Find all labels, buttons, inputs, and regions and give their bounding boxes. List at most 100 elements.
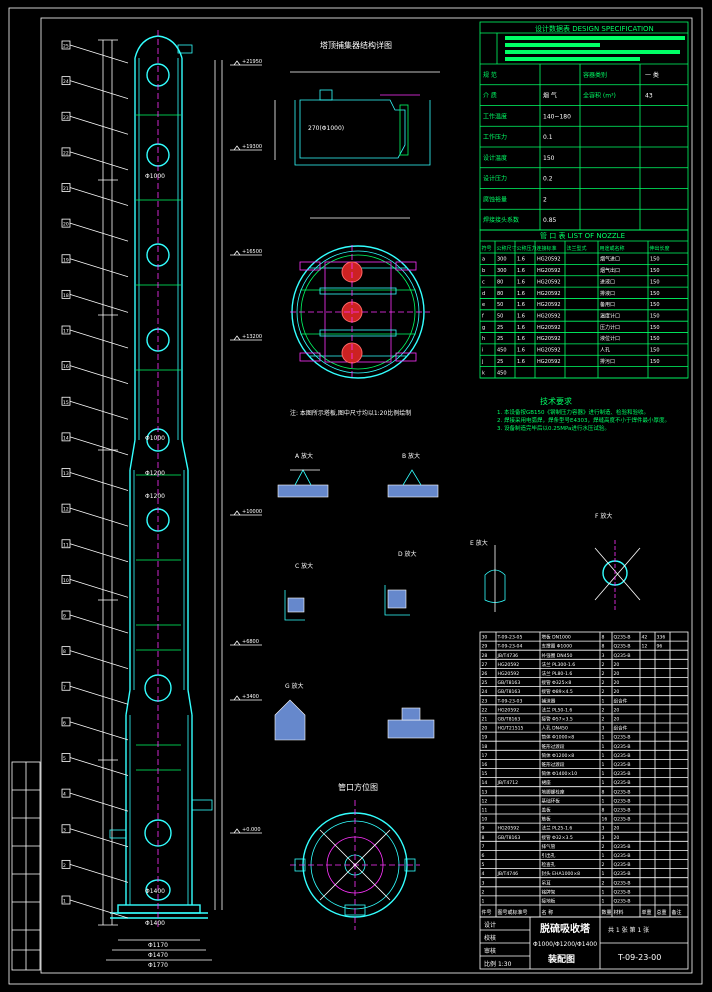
part-number: 16 bbox=[63, 364, 69, 370]
bom-cell: JB/T4712 bbox=[497, 780, 519, 786]
bom-cell: 地脚螺栓座 bbox=[542, 788, 565, 795]
nozzle-col-header: 公称尺寸 bbox=[497, 245, 517, 252]
bom-cell: Q235-B bbox=[614, 644, 631, 650]
bom-cell: 21 bbox=[482, 716, 488, 722]
nozzle-cell: 150 bbox=[650, 257, 660, 263]
bom-cell: 锥形过渡段 bbox=[542, 761, 565, 768]
bom-cell: 5 bbox=[482, 862, 485, 868]
technical-requirements: 技术要求 1. 本设备按GB150《钢制压力容器》进行制造、检验和验收。 2. … bbox=[497, 396, 670, 432]
bom-cell: 筒体 Φ1200×8 bbox=[542, 752, 575, 759]
bom-cell: 8 bbox=[602, 789, 605, 795]
bom-cell: 接管 Φ89×4.5 bbox=[542, 688, 573, 695]
bom-cell: 20 bbox=[614, 835, 620, 841]
spec-key: 规 范 bbox=[483, 71, 497, 79]
bom-cell: 法兰 PL80-1.6 bbox=[542, 670, 573, 677]
bom-cell: T-09-23-04 bbox=[497, 644, 523, 650]
bom-cell: 法兰 PL300-1.6 bbox=[542, 661, 576, 668]
nozzle-orientation-view: 管口方位图 bbox=[290, 782, 420, 930]
bom-cell: 筒体 Φ1400×10 bbox=[542, 770, 578, 777]
spec-key: 工作压力 bbox=[483, 133, 507, 141]
part-number: 2 bbox=[63, 863, 66, 869]
elevation-label: +10000 bbox=[242, 509, 262, 515]
dia-label-6: Φ1400 bbox=[145, 888, 165, 895]
part-number: 1 bbox=[63, 899, 66, 905]
elevation-label: +3400 bbox=[242, 694, 259, 700]
bom-cell: 2 bbox=[602, 716, 605, 722]
nozzle-cell: 排污口 bbox=[600, 358, 615, 365]
bom-cell: 法兰 PL50-1.6 bbox=[542, 706, 573, 713]
part-number: 14 bbox=[63, 435, 69, 441]
bom-cell: 9 bbox=[482, 826, 485, 832]
bottom-dimensions: Φ1170 Φ1470 Φ1770 bbox=[106, 939, 212, 969]
bom-cell: 引出孔 bbox=[542, 852, 556, 859]
part-leader-line bbox=[69, 899, 129, 919]
spec-value: 0.85 bbox=[543, 217, 557, 224]
part-number: 21 bbox=[63, 186, 69, 192]
elev-arrow-3 bbox=[233, 335, 241, 341]
nozzle-cell: f bbox=[482, 314, 484, 320]
bom-cell: 1 bbox=[602, 889, 605, 895]
bom-cell: 1 bbox=[602, 898, 605, 904]
nozzle-cell: HG20592 bbox=[537, 336, 561, 342]
part-leader-line bbox=[69, 365, 129, 385]
nozzle-cell: 排液口 bbox=[600, 290, 615, 297]
bom-cell: 筒体 Φ1000×8 bbox=[542, 734, 575, 741]
bom-cell: 1 bbox=[602, 753, 605, 759]
bom-cell: 塔板 DN1000 bbox=[542, 634, 571, 641]
spec-key: 腐蚀裕量 bbox=[483, 195, 507, 203]
nozzle-cell: 150 bbox=[650, 336, 660, 342]
detail-f-label: F 放大 bbox=[595, 512, 612, 520]
bom-cell: 封头 EHA1000×8 bbox=[542, 870, 581, 877]
bom-col-header: 件号 bbox=[482, 909, 492, 916]
detail-b-label: B 放大 bbox=[402, 452, 420, 460]
nozzle-cell: HG20592 bbox=[537, 291, 561, 297]
part-leader-line bbox=[69, 650, 129, 670]
bom-cell: 20 bbox=[614, 671, 620, 677]
part-number: 25 bbox=[63, 44, 69, 50]
nozzle-cell: g bbox=[482, 325, 485, 331]
bom-cell: 2 bbox=[602, 862, 605, 868]
bom-cell: 1 bbox=[602, 744, 605, 750]
bom-cell: 20 bbox=[614, 689, 620, 695]
nozzle-cell: HG20592 bbox=[537, 268, 561, 274]
part-leader-line bbox=[69, 115, 129, 135]
spec-value: 烟 气 bbox=[543, 92, 557, 100]
tech-req-header: 技术要求 bbox=[540, 396, 572, 406]
bom-cell: Q235-B bbox=[614, 853, 631, 859]
bom-cell: 14 bbox=[482, 780, 488, 786]
bom-cell: 2 bbox=[602, 844, 605, 850]
bom-cell: 16 bbox=[602, 817, 608, 823]
bom-cell: 42 bbox=[642, 635, 648, 641]
part-number: 10 bbox=[63, 578, 69, 584]
bom-cell: 排气管 bbox=[542, 843, 556, 850]
bom-cell: HG20592 bbox=[498, 662, 520, 668]
plate-plan-view: 注: 本图所示塔板,图中尺寸均以1:20比例绘制 bbox=[290, 217, 430, 417]
nozzle-cell: k bbox=[482, 370, 485, 376]
nozzle-cell: 150 bbox=[650, 279, 660, 285]
bom-cell: 3 bbox=[482, 880, 485, 886]
nozzle-cell: HG20592 bbox=[537, 325, 561, 331]
bom-cell: 4 bbox=[482, 871, 485, 877]
top-detail-view: 塔顶捕集器结构详图 270(Φ1000) bbox=[274, 40, 440, 166]
bom-cell: 1 bbox=[602, 871, 605, 877]
nozzle-side bbox=[109, 829, 127, 839]
elevation-markers: +21950+19300+16500+13200+10000+6800+3400… bbox=[230, 59, 262, 834]
nozzle-cell: 压力计口 bbox=[600, 324, 620, 331]
nozzle-cell: b bbox=[482, 268, 485, 274]
design-spec-table: 设计数据表 DESIGN SPECIFICATION 规 范介 质烟 气工作温度… bbox=[479, 21, 689, 231]
tower-elevation-view: +21950+19300+16500+13200+10000+6800+3400… bbox=[61, 30, 262, 969]
part-leader-line bbox=[69, 863, 129, 883]
bom-cell: Q235-B bbox=[614, 780, 631, 786]
bom-cell: 25 bbox=[482, 680, 488, 686]
bom-cell: 基础环板 bbox=[542, 797, 561, 804]
bom-cell: Q235-B bbox=[614, 635, 631, 641]
part-number: 11 bbox=[63, 542, 69, 548]
nozzle-cell: 450 bbox=[497, 370, 507, 376]
part-number: 13 bbox=[63, 471, 69, 477]
tech-req-line-1: 1. 本设备按GB150《钢制压力容器》进行制造、检验和验收。 bbox=[497, 408, 649, 416]
spec-key: 介 质 bbox=[483, 92, 497, 100]
bom-cell: Q235-B bbox=[614, 807, 631, 813]
part-number: 3 bbox=[63, 827, 66, 833]
part-number: 12 bbox=[63, 507, 69, 513]
bom-cell: 17 bbox=[482, 753, 488, 759]
